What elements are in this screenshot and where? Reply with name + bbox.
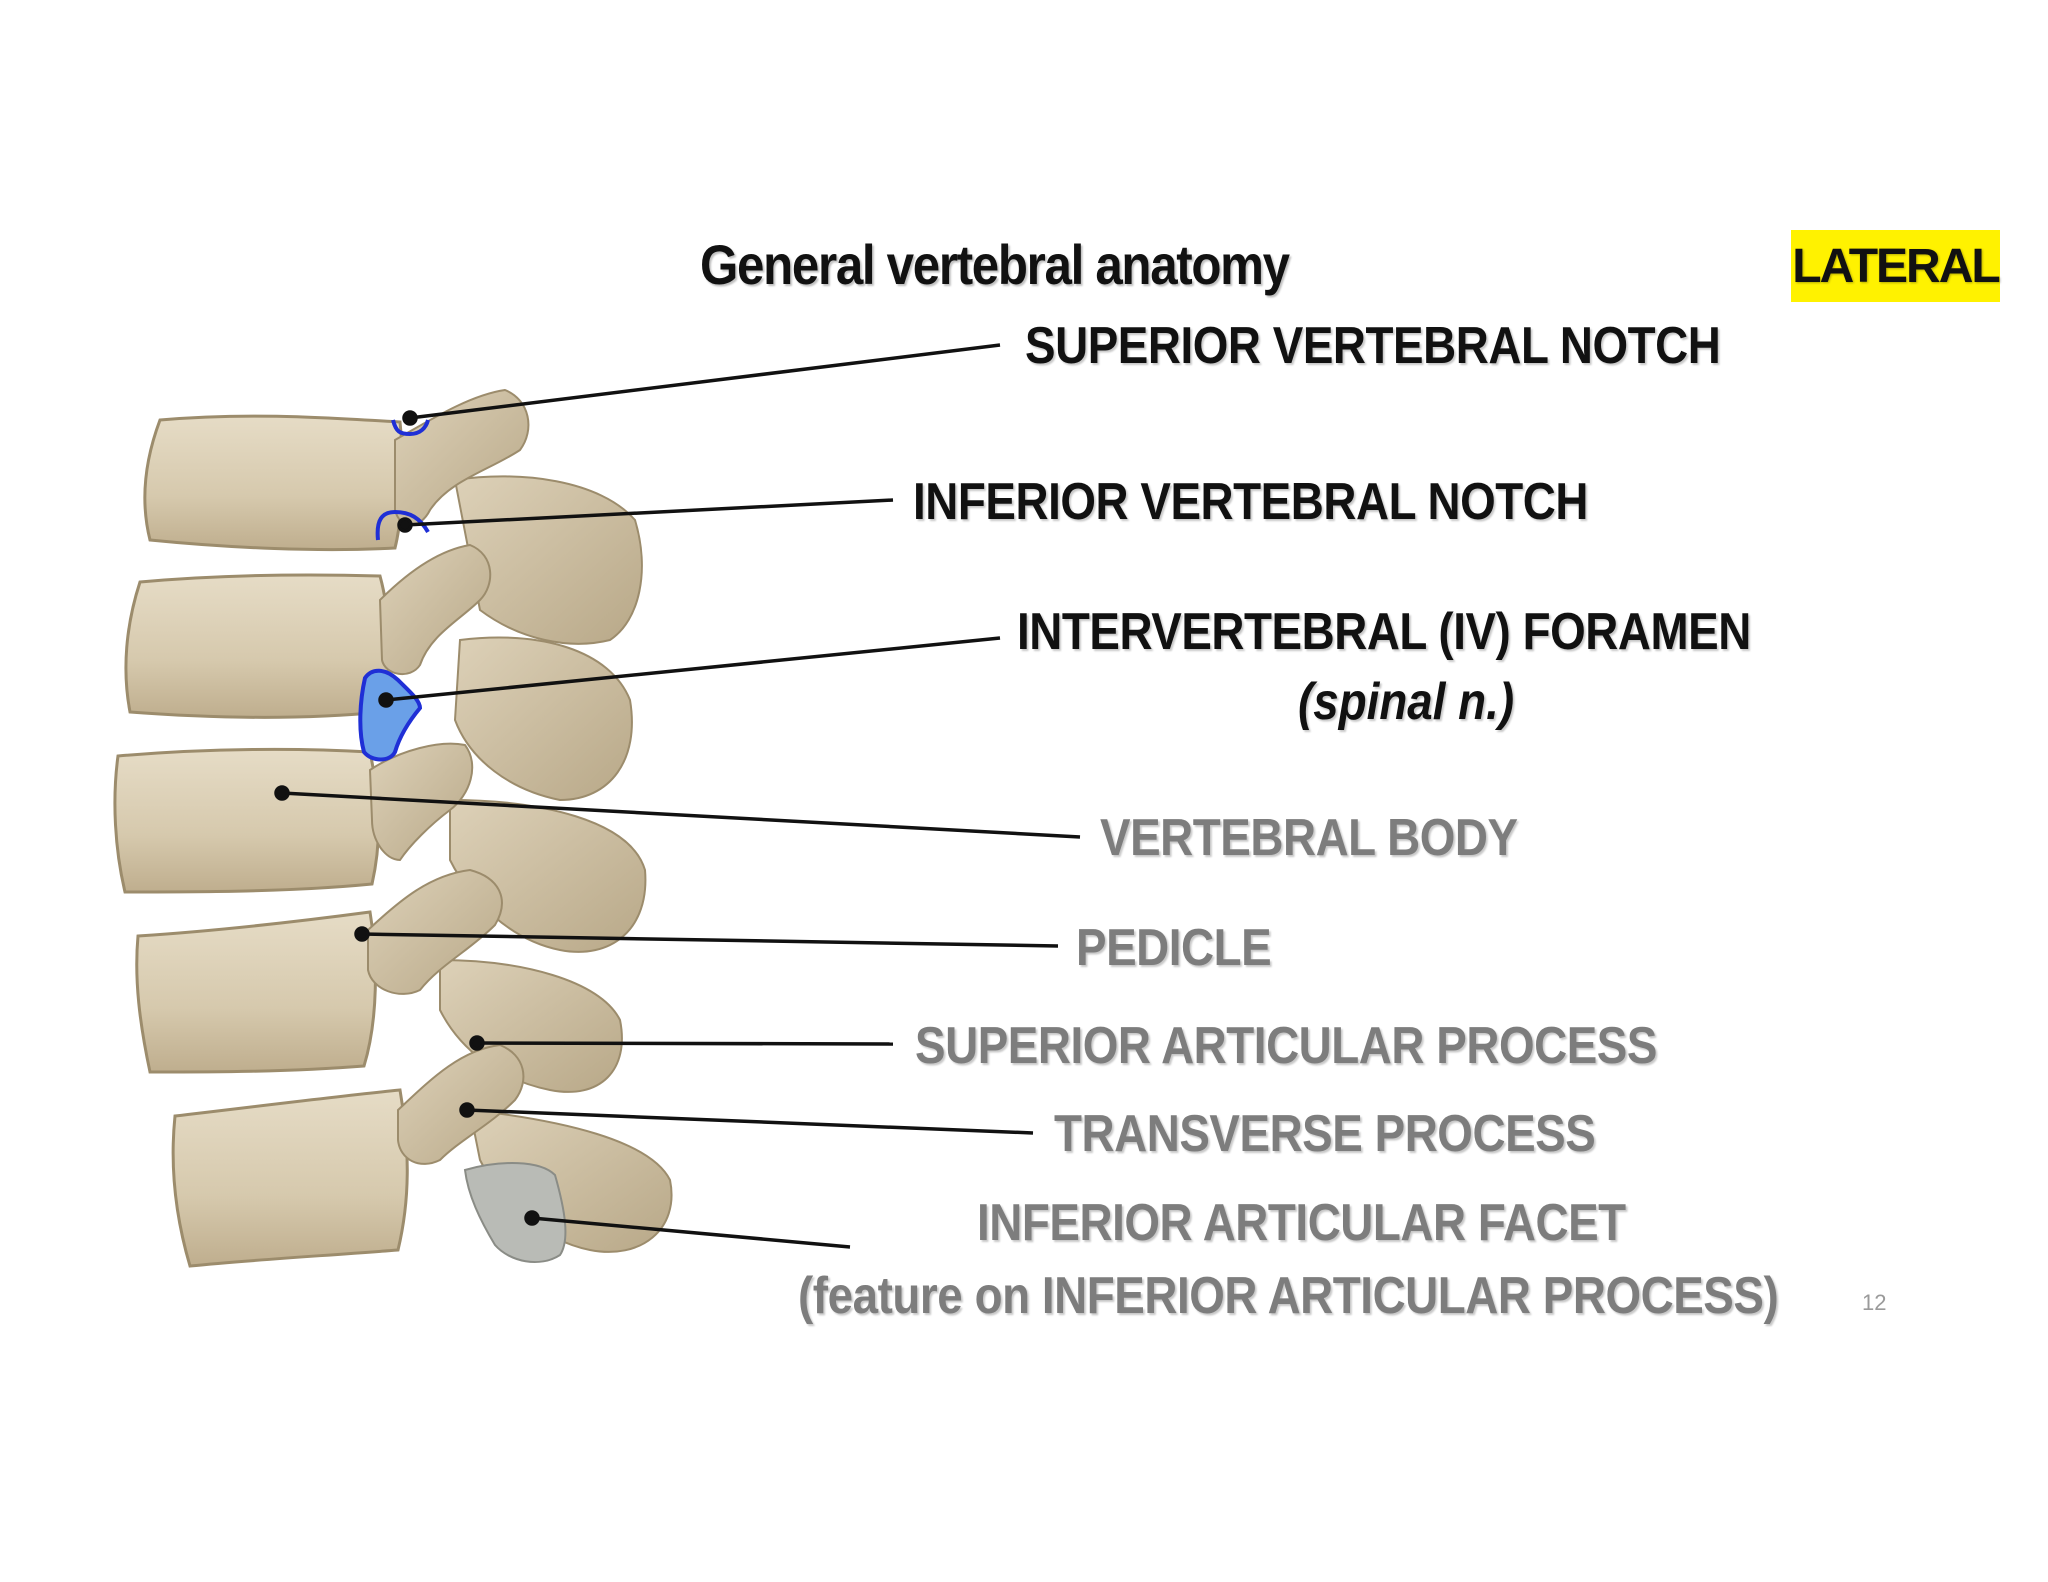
superior-notch-highlight [391, 419, 430, 437]
lateral-view-badge: LATERAL [1791, 230, 2001, 302]
vertebral-bodies [113, 414, 409, 1268]
slide-title: General vertebral anatomy [700, 233, 1290, 296]
iv-foramen-highlight [358, 668, 423, 762]
label-inferior-vertebral-notch: INFERIOR VERTEBRAL NOTCH [913, 473, 1589, 531]
label-inferior-articular-facet: INFERIOR ARTICULAR FACET [977, 1194, 1626, 1252]
inferior-articular-facet-shape [463, 1162, 567, 1263]
label-pedicle: PEDICLE [1076, 919, 1272, 977]
inferior-notch-highlight [375, 509, 430, 541]
page-number: 12 [1862, 1290, 1887, 1315]
label-superior-articular-process: SUPERIOR ARTICULAR PROCESS [915, 1017, 1657, 1075]
label-transverse-process: TRANSVERSE PROCESS [1054, 1105, 1596, 1163]
label-spinal-nerve-note: (spinal n.) [1298, 673, 1515, 731]
label-superior-vertebral-notch: SUPERIOR VERTEBRAL NOTCH [1025, 317, 1721, 375]
leader-lines [274, 343, 1081, 1249]
label-inferior-articular-process-note: (feature on INFERIOR ARTICULAR PROCESS) [798, 1267, 1779, 1325]
label-vertebral-body: VERTEBRAL BODY [1100, 809, 1518, 867]
label-intervertebral-foramen: INTERVERTEBRAL (IV) FORAMEN [1017, 603, 1751, 661]
